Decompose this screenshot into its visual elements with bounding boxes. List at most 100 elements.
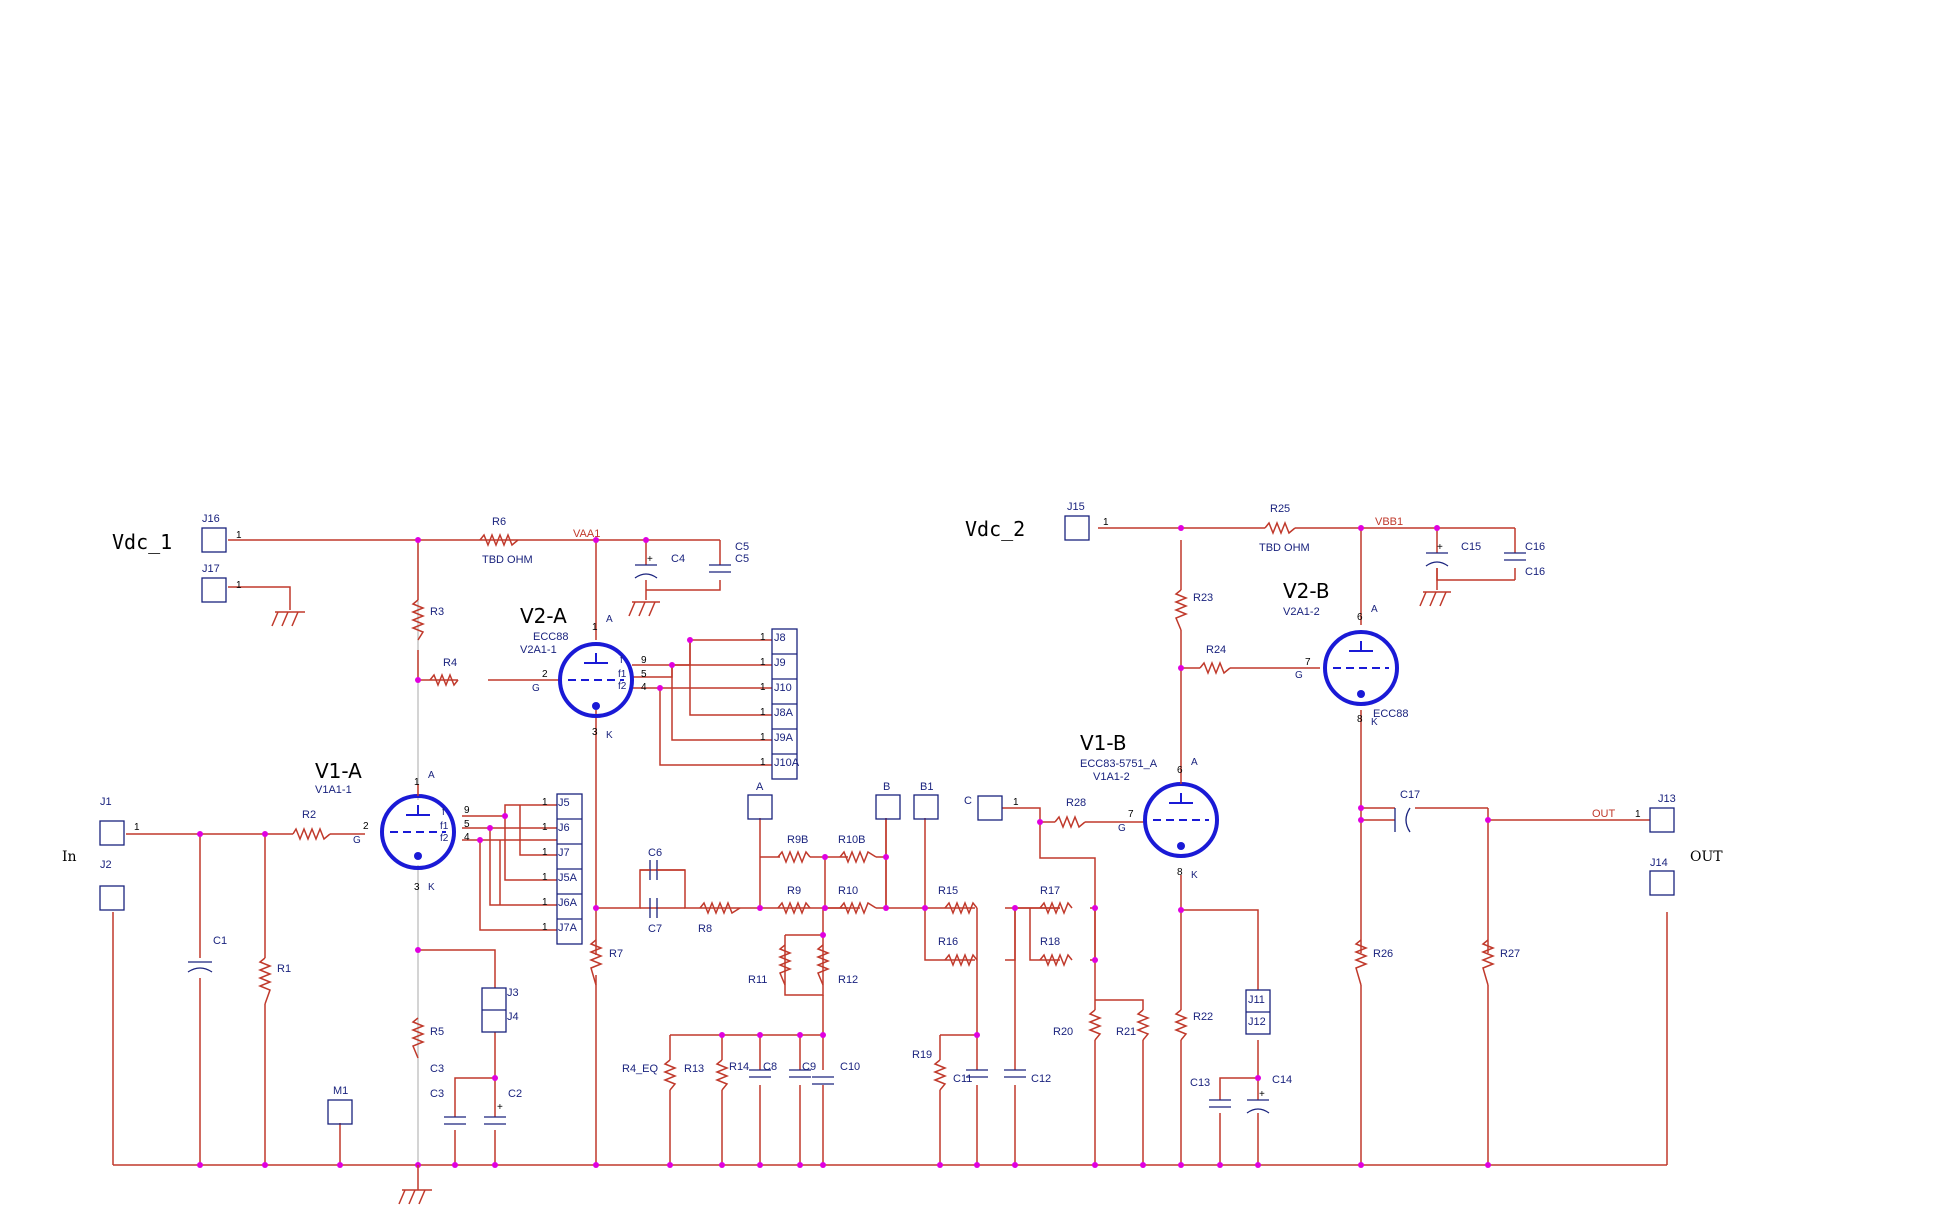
svg-text:1: 1 xyxy=(542,822,548,833)
svg-text:1: 1 xyxy=(760,657,766,668)
svg-text:1: 1 xyxy=(542,797,548,808)
ref-c4: C4 xyxy=(671,553,685,565)
ground-c15 xyxy=(1419,591,1451,607)
ref-r18: R18 xyxy=(1040,936,1060,948)
ref-j5: J5 xyxy=(558,797,570,809)
pin-labels: 1 1 1 1 1 1 1 1 1 1 1 1 1 1 1 1 1 1 2 2 … xyxy=(134,517,1641,1113)
ref-j16: J16 xyxy=(202,513,220,525)
svg-text:1: 1 xyxy=(236,580,242,591)
resistor-r13 xyxy=(714,1059,730,1091)
resistor-r19 xyxy=(932,1059,948,1091)
ref-r19: R19 xyxy=(912,1049,932,1061)
ref-m1: M1 xyxy=(333,1085,348,1097)
ref-r3: R3 xyxy=(430,606,444,618)
ref-j3: J3 xyxy=(507,987,519,999)
ref-c6: C6 xyxy=(648,847,662,859)
ground-j17 xyxy=(271,611,305,627)
ref-c16b: C16 xyxy=(1525,566,1545,578)
tube-v2b-name: V2-B xyxy=(1283,579,1330,603)
svg-text:G: G xyxy=(532,683,540,694)
svg-text:K: K xyxy=(1371,717,1378,728)
resistor-r6 xyxy=(479,532,519,548)
ref-j7: J7 xyxy=(558,847,570,859)
connector-j1 xyxy=(99,820,125,846)
capacitor-c8 xyxy=(749,1069,771,1078)
ref-j6a: J6A xyxy=(558,897,578,909)
tube-v2a-ref: V2A1-1 xyxy=(520,644,557,656)
ref-r24: R24 xyxy=(1206,644,1226,656)
out-net-label: OUT xyxy=(1592,808,1616,820)
resistor-r25 xyxy=(1264,520,1296,536)
svg-text:f2: f2 xyxy=(440,833,449,844)
ref-r26: R26 xyxy=(1373,948,1393,960)
ref-r20: R20 xyxy=(1053,1026,1073,1038)
svg-text:7: 7 xyxy=(1305,657,1311,668)
svg-text:A: A xyxy=(1191,757,1198,768)
tube-v1a xyxy=(380,784,456,870)
ref-c: C xyxy=(964,795,972,807)
connector-j13 xyxy=(1649,807,1675,833)
connector-j2 xyxy=(99,885,125,911)
ref-j7a: J7A xyxy=(558,922,578,934)
connector-j15 xyxy=(1064,515,1090,541)
tube-v1b xyxy=(1143,765,1219,858)
out-label: OUT xyxy=(1690,849,1723,865)
ref-r13: R13 xyxy=(684,1063,704,1075)
ground-main xyxy=(398,1189,432,1205)
svg-text:K: K xyxy=(428,882,435,893)
svg-text:K: K xyxy=(606,730,613,741)
ref-r9b: R9B xyxy=(787,834,808,846)
ref-r14: R14 xyxy=(729,1061,749,1073)
ref-j8a: J8A xyxy=(774,707,794,719)
ref-j15: J15 xyxy=(1067,501,1085,513)
resistor-r2 xyxy=(292,826,331,842)
tube-v2a-part: ECC88 xyxy=(533,631,568,643)
ref-j4: J4 xyxy=(507,1011,519,1023)
ref-r15: R15 xyxy=(938,885,958,897)
resistor-r12 xyxy=(815,944,831,986)
ref-r7: R7 xyxy=(609,948,623,960)
connector-j14 xyxy=(1649,870,1675,896)
svg-text:f2: f2 xyxy=(618,681,627,692)
svg-text:1: 1 xyxy=(542,872,548,883)
capacitor-c4 xyxy=(634,564,658,579)
ref-c17: C17 xyxy=(1400,789,1420,801)
svg-text:8: 8 xyxy=(1177,867,1183,878)
ref-a: A xyxy=(756,781,764,793)
resistor-r22 xyxy=(1173,1009,1189,1041)
ref-c5b: C5 xyxy=(735,553,749,565)
ref-r10b: R10B xyxy=(838,834,866,846)
svg-text:4: 4 xyxy=(641,682,647,693)
r6-value: TBD OHM xyxy=(482,554,533,566)
ref-r6: R6 xyxy=(492,516,506,528)
svg-text:+: + xyxy=(497,1102,503,1113)
resistor-r28 xyxy=(1054,814,1086,830)
ref-j5a: J5A xyxy=(558,872,578,884)
resistor-r26 xyxy=(1353,939,1369,986)
svg-text:4: 4 xyxy=(464,832,470,843)
ref-b: B xyxy=(883,781,890,793)
connector-j16 xyxy=(201,527,227,553)
svg-text:1: 1 xyxy=(542,897,548,908)
tube-v1a-name: V1-A xyxy=(315,759,362,783)
ref-c1: C1 xyxy=(213,935,227,947)
resistor-r23 xyxy=(1173,589,1189,631)
ref-r10: R10 xyxy=(838,885,858,897)
capacitor-c5 xyxy=(709,564,731,573)
svg-text:5: 5 xyxy=(641,669,647,680)
ref-r8: R8 xyxy=(698,923,712,935)
capacitor-c17 xyxy=(1394,807,1411,833)
connector-j17 xyxy=(201,577,227,603)
svg-text:1: 1 xyxy=(236,530,242,541)
svg-text:f1: f1 xyxy=(618,669,627,680)
ref-c13: C13 xyxy=(1190,1077,1210,1089)
capacitor-c3 xyxy=(444,1116,466,1125)
resistor-r10 xyxy=(839,900,877,916)
ref-r28: R28 xyxy=(1066,797,1086,809)
svg-text:6: 6 xyxy=(1177,765,1183,776)
svg-text:1: 1 xyxy=(760,707,766,718)
svg-text:G: G xyxy=(1295,670,1303,681)
capacitor-c1 xyxy=(187,961,213,973)
svg-text:9: 9 xyxy=(641,655,647,666)
